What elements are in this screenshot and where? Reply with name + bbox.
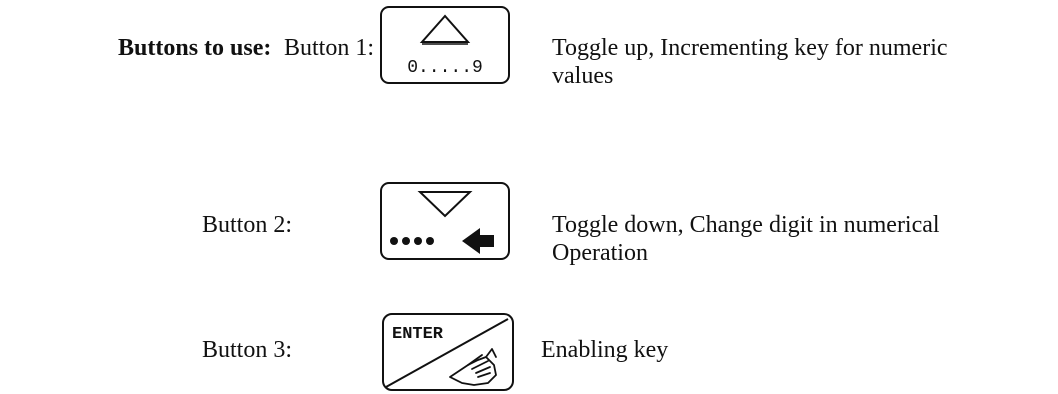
button-2-desc-line1: Toggle down, Change digit in numerical bbox=[552, 212, 940, 238]
button-3-desc-line1: Enabling key bbox=[541, 337, 669, 363]
button-1-desc-line1: Toggle up, Incrementing key for numeric bbox=[552, 35, 948, 61]
button-2-label: Button 2: bbox=[202, 212, 293, 238]
heading-title: Buttons to use bbox=[118, 35, 264, 61]
heading-colon: : bbox=[263, 35, 272, 61]
button-1-desc-line2: values bbox=[552, 63, 614, 89]
button-3-key: ENTER bbox=[382, 313, 514, 391]
buttons-heading: Buttons to use: bbox=[118, 34, 271, 62]
four-dots-left-arrow-icon bbox=[390, 228, 494, 254]
button-3-label: Button 3: bbox=[202, 337, 293, 363]
button-1-label: Button 1: bbox=[284, 35, 375, 61]
hand-press-icon bbox=[449, 348, 497, 386]
button-1-description: Toggle up, Incrementing key for numeric … bbox=[552, 34, 1052, 90]
button-2-description: Toggle down, Change digit in numerical O… bbox=[552, 211, 1052, 267]
button-1-key-text: 0.....9 bbox=[407, 58, 483, 78]
button-3-key-text: ENTER bbox=[392, 325, 444, 344]
button-2-desc-line2: Operation bbox=[552, 240, 648, 266]
button-1-key: 0.....9 bbox=[380, 6, 510, 84]
button-3-description: Enabling key bbox=[541, 336, 1041, 364]
button-2-key bbox=[380, 182, 510, 260]
triangle-down-icon bbox=[417, 191, 473, 218]
triangle-up-icon bbox=[419, 14, 471, 43]
